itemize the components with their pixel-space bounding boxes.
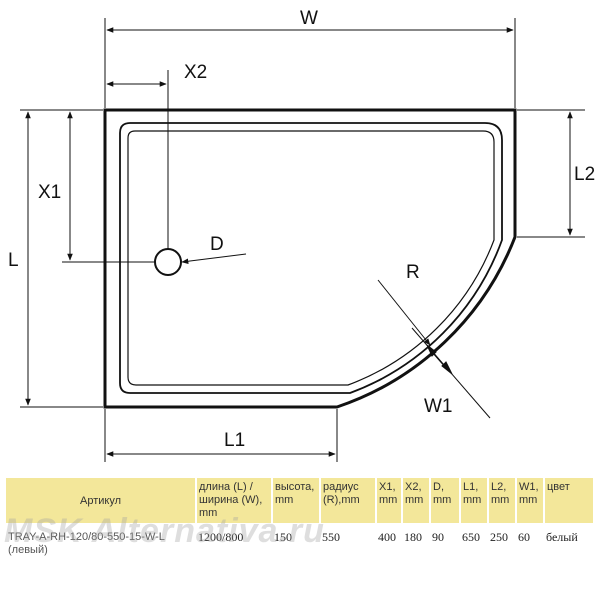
cell-d: 90 bbox=[432, 530, 444, 544]
cell-length-width: 1200/800 bbox=[198, 530, 244, 544]
cell-x2: 180 bbox=[404, 530, 422, 544]
header-x1: X1, mm bbox=[376, 478, 403, 523]
header-l2: L2, mm bbox=[488, 478, 517, 523]
header-l1: L1, mm bbox=[460, 478, 489, 523]
label-r: R bbox=[406, 262, 420, 283]
header-radius: радиус (R),mm bbox=[320, 478, 377, 523]
label-d: D bbox=[210, 234, 224, 255]
table-row: TRAY-A-RH-120/80-550-15-W-L (левый) 1200… bbox=[6, 523, 594, 557]
tray-inner-rim-inner bbox=[127, 130, 495, 386]
cell-x1: 400 bbox=[378, 530, 396, 544]
header-length-width: длина (L) / ширина (W), mm bbox=[196, 478, 273, 523]
table-header-row: Артикул длина (L) / ширина (W), mm высот… bbox=[6, 478, 595, 523]
cell-l2: 250 bbox=[490, 530, 508, 544]
label-l1: L1 bbox=[224, 430, 245, 451]
drain-circle bbox=[154, 248, 182, 276]
header-d: D, mm bbox=[430, 478, 461, 523]
header-article: Артикул bbox=[6, 478, 197, 523]
tray-inner-rim-outer bbox=[119, 122, 503, 394]
label-w1: W1 bbox=[424, 396, 453, 417]
cell-height: 150 bbox=[274, 530, 292, 544]
dim-line-d bbox=[181, 253, 247, 264]
header-x2: X2, mm bbox=[402, 478, 431, 523]
cell-l1: 650 bbox=[462, 530, 480, 544]
header-color: цвет bbox=[544, 478, 595, 523]
cell-article: TRAY-A-RH-120/80-550-15-W-L (левый) bbox=[8, 531, 165, 556]
tray-outer-outline bbox=[103, 108, 517, 409]
label-w: W bbox=[300, 8, 318, 29]
label-l2: L2 bbox=[574, 164, 595, 185]
label-x2: X2 bbox=[184, 62, 207, 83]
header-height: высота, mm bbox=[272, 478, 321, 523]
cell-color: белый bbox=[546, 530, 578, 544]
label-x1: X1 bbox=[38, 182, 61, 203]
header-w1: W1, mm bbox=[516, 478, 545, 523]
cell-w1: 60 bbox=[518, 530, 530, 544]
label-l: L bbox=[8, 250, 19, 271]
dim-line-r bbox=[377, 279, 431, 346]
spec-table: Артикул длина (L) / ширина (W), mm высот… bbox=[6, 478, 595, 557]
shower-tray-drawing: W X2 X1 L L2 D R W1 L1 bbox=[8, 8, 595, 462]
cell-radius: 550 bbox=[322, 530, 340, 544]
